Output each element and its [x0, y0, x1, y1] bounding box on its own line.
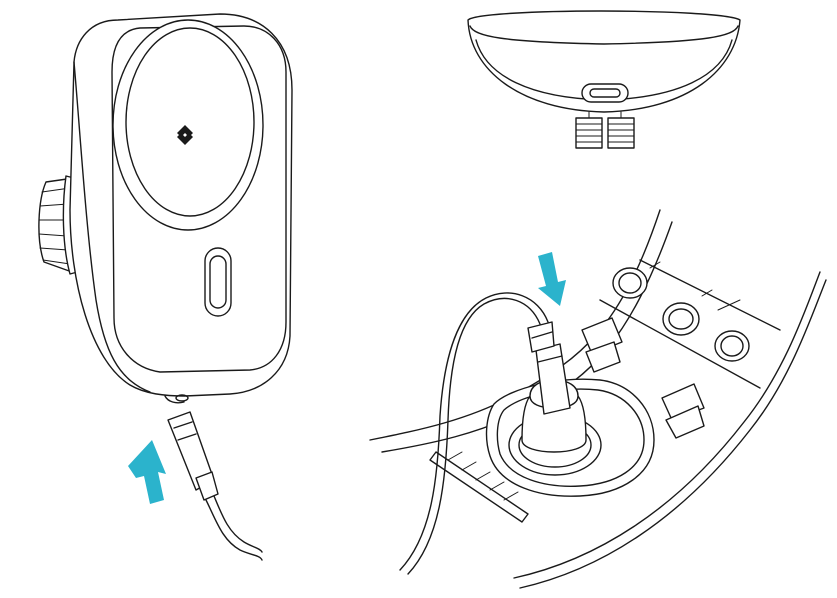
- usb-c-connector: [167, 411, 219, 501]
- vent-clip-teeth: [575, 111, 635, 149]
- magnetic-charging-pad: [112, 19, 264, 231]
- insert-up-arrow-icon: [128, 440, 166, 504]
- air-vent-grille: [429, 451, 529, 523]
- brand-chevron-mark-icon: [177, 125, 193, 145]
- console-knobs: [612, 267, 750, 362]
- charging-cable-right: [407, 297, 541, 575]
- charging-cable-left: [205, 499, 263, 561]
- phone-mount-drawing: [38, 13, 293, 561]
- car-charger-plug: [521, 321, 587, 453]
- insert-down-arrow-icon: [538, 252, 566, 306]
- release-button: [204, 247, 232, 317]
- car-console-drawing: [369, 209, 827, 589]
- mount-bottom-view-drawing: [467, 10, 741, 149]
- console-switches: [581, 261, 741, 439]
